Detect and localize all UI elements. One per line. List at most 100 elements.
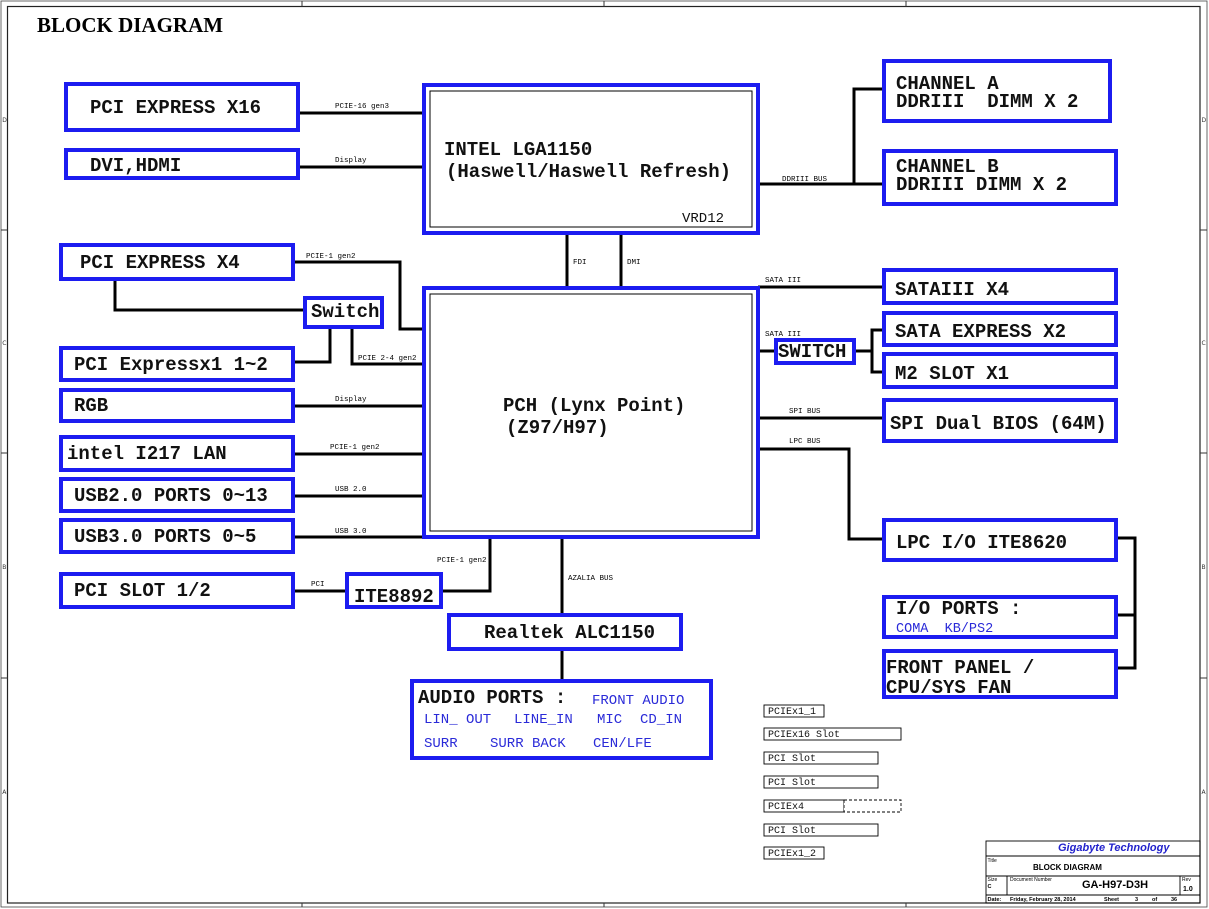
slot-legend-item: PCIEx1_1 [768,707,816,718]
bus-label: PCIE-1 gen2 [306,253,356,261]
pcie-x16-block: PCI EXPRESS X16 [64,82,300,132]
total-sheets: 36 [1171,897,1177,903]
border-row-letter: C [1202,340,1206,347]
sataiii-block: SATAIII X4 [882,268,1118,305]
pcie-switch-label: Switch [311,301,379,323]
pch-models: (Z97/H97) [506,417,609,439]
audio-port: SURR BACK [490,736,566,752]
pcie-x4-block: PCI EXPRESS X4 [59,243,295,281]
realtek-label: Realtek ALC1150 [484,622,655,644]
dvi-hdmi-block: DVI,HDMI [64,148,300,180]
usb3-block: USB3.0 PORTS 0~5 [59,518,295,554]
sata-express-block: SATA EXPRESS X2 [882,311,1118,347]
m2-slot-label: M2 SLOT X1 [895,363,1009,385]
lpc-io-block: LPC I/O ITE8620 [882,518,1118,562]
spi-bios-label: SPI Dual BIOS (64M) [890,413,1107,435]
page-title: BLOCK DIAGRAM [37,13,223,37]
audio-port: LIN_ OUT [424,712,491,728]
sata-switch-label: SWITCH [778,341,846,363]
pcie-x4-switch-wire [113,279,305,312]
pcie-x4-wire [293,260,424,331]
of-label: of [1152,897,1157,903]
slot-legend-item: PCIEx16 Slot [768,729,840,741]
ite8892-pch-wire [441,537,492,593]
border-row-letter: B [1202,564,1206,571]
bus-label: PCI [311,581,325,589]
bus-label: USB 2.0 [335,486,367,494]
slot-legend-item: PCIEx1_2 [768,849,816,860]
front-panel-label: FRONT PANEL / [886,657,1034,679]
company-name: Gigabyte Technology [1058,842,1170,854]
bus-label: LPC BUS [789,438,821,446]
usb2-label: USB2.0 PORTS 0~13 [74,485,268,507]
bus-label: SATA III [765,277,801,285]
bus-label: Display [335,396,367,404]
switch-pcie-x1-wire [293,327,332,364]
io-ports-block: I/O PORTS : COMA KB/PS2 [882,595,1118,639]
size-label: Size [988,877,998,883]
channel-a-dimm: DDRIII DIMM X 2 [896,91,1078,113]
bus-label: PCIE-1 gen2 [330,444,380,452]
bus-label: DDRIII BUS [782,176,828,184]
pcie-switch-block: Switch [303,296,384,329]
border-row-letter: A [2,789,7,796]
border-row-letter: A [1202,789,1207,796]
channel-b-dimm: DDRIII DIMM X 2 [896,174,1067,196]
bus-label: PCIE 2-4 gen2 [358,355,417,363]
rgb-label: RGB [74,395,108,417]
slot-legend-item: PCI Slot [768,825,816,837]
title-block: Gigabyte Technology Title BLOCK DIAGRAM … [985,840,1201,904]
audio-port: SURR [424,736,458,752]
usb2-block: USB2.0 PORTS 0~13 [59,477,295,513]
bus-labels: PCIE-16 gen3 Display DDRIII BUS FDI DMI … [306,103,828,589]
bus-label: PCIE-16 gen3 [335,103,390,111]
cpu-family: (Haswell/Haswell Refresh) [446,161,731,183]
dvi-hdmi-label: DVI,HDMI [90,155,181,177]
bus-wires [113,87,1137,681]
audio-port: CEN/LFE [593,736,652,752]
sheet-label: Sheet [1104,897,1119,903]
sataiii-label: SATAIII X4 [895,279,1009,301]
date-value: Friday, February 28, 2014 [1010,897,1077,903]
cpu-vrm: VRD12 [682,211,724,227]
pcie-x1-block: PCI Expressx1 1~2 [59,346,295,382]
size-value: C [988,884,992,890]
border-row-letter: D [2,117,7,124]
slot-legend-item: PCI Slot [768,753,816,765]
slot-legend-item: PCI Slot [768,777,816,789]
pch-name: PCH (Lynx Point) [503,395,685,417]
audio-port: LINE_IN [514,712,573,728]
audio-ports-block: AUDIO PORTS : FRONT AUDIO LIN_ OUT LINE_… [410,679,713,760]
lan-label: intel I217 LAN [67,443,227,465]
bus-label: PCIE-1 gen2 [437,557,487,565]
lan-block: intel I217 LAN [59,435,295,472]
bus-label: AZALIA BUS [568,575,614,583]
switch-pch-wire [350,327,424,366]
pch-block: PCH (Lynx Point) (Z97/H97) [422,286,760,539]
rev-label: Rev [1182,877,1191,883]
bus-label: USB 3.0 [335,528,367,536]
ite8892-block: ITE8892 [345,572,443,609]
bus-label: Display [335,157,367,165]
pci-slot-label: PCI SLOT 1/2 [74,580,211,602]
border-row-letter: C [2,340,6,347]
ddr-bus-wire [758,87,884,186]
bus-label: DMI [627,259,641,267]
audio-front-label: FRONT AUDIO [592,693,684,709]
channel-b-name: CHANNEL B [896,156,999,178]
lpc-wire [758,447,884,541]
doc-number-label: Document Number [1010,877,1052,883]
border-row-letter: D [1202,117,1207,124]
ite8892-label: ITE8892 [354,586,434,608]
audio-port: CD_IN [640,712,682,728]
usb3-label: USB3.0 PORTS 0~5 [74,526,256,548]
slot-legend: PCIEx1_1 PCIEx16 Slot PCI Slot PCI Slot … [763,704,902,860]
realtek-block: Realtek ALC1150 [447,613,683,651]
border-row-letter: B [2,564,6,571]
sata-switch-block: SWITCH [774,338,856,365]
lpc-io-label: LPC I/O ITE8620 [896,532,1067,554]
spi-bios-block: SPI Dual BIOS (64M) [882,398,1118,443]
channel-a-name: CHANNEL A [896,73,999,95]
